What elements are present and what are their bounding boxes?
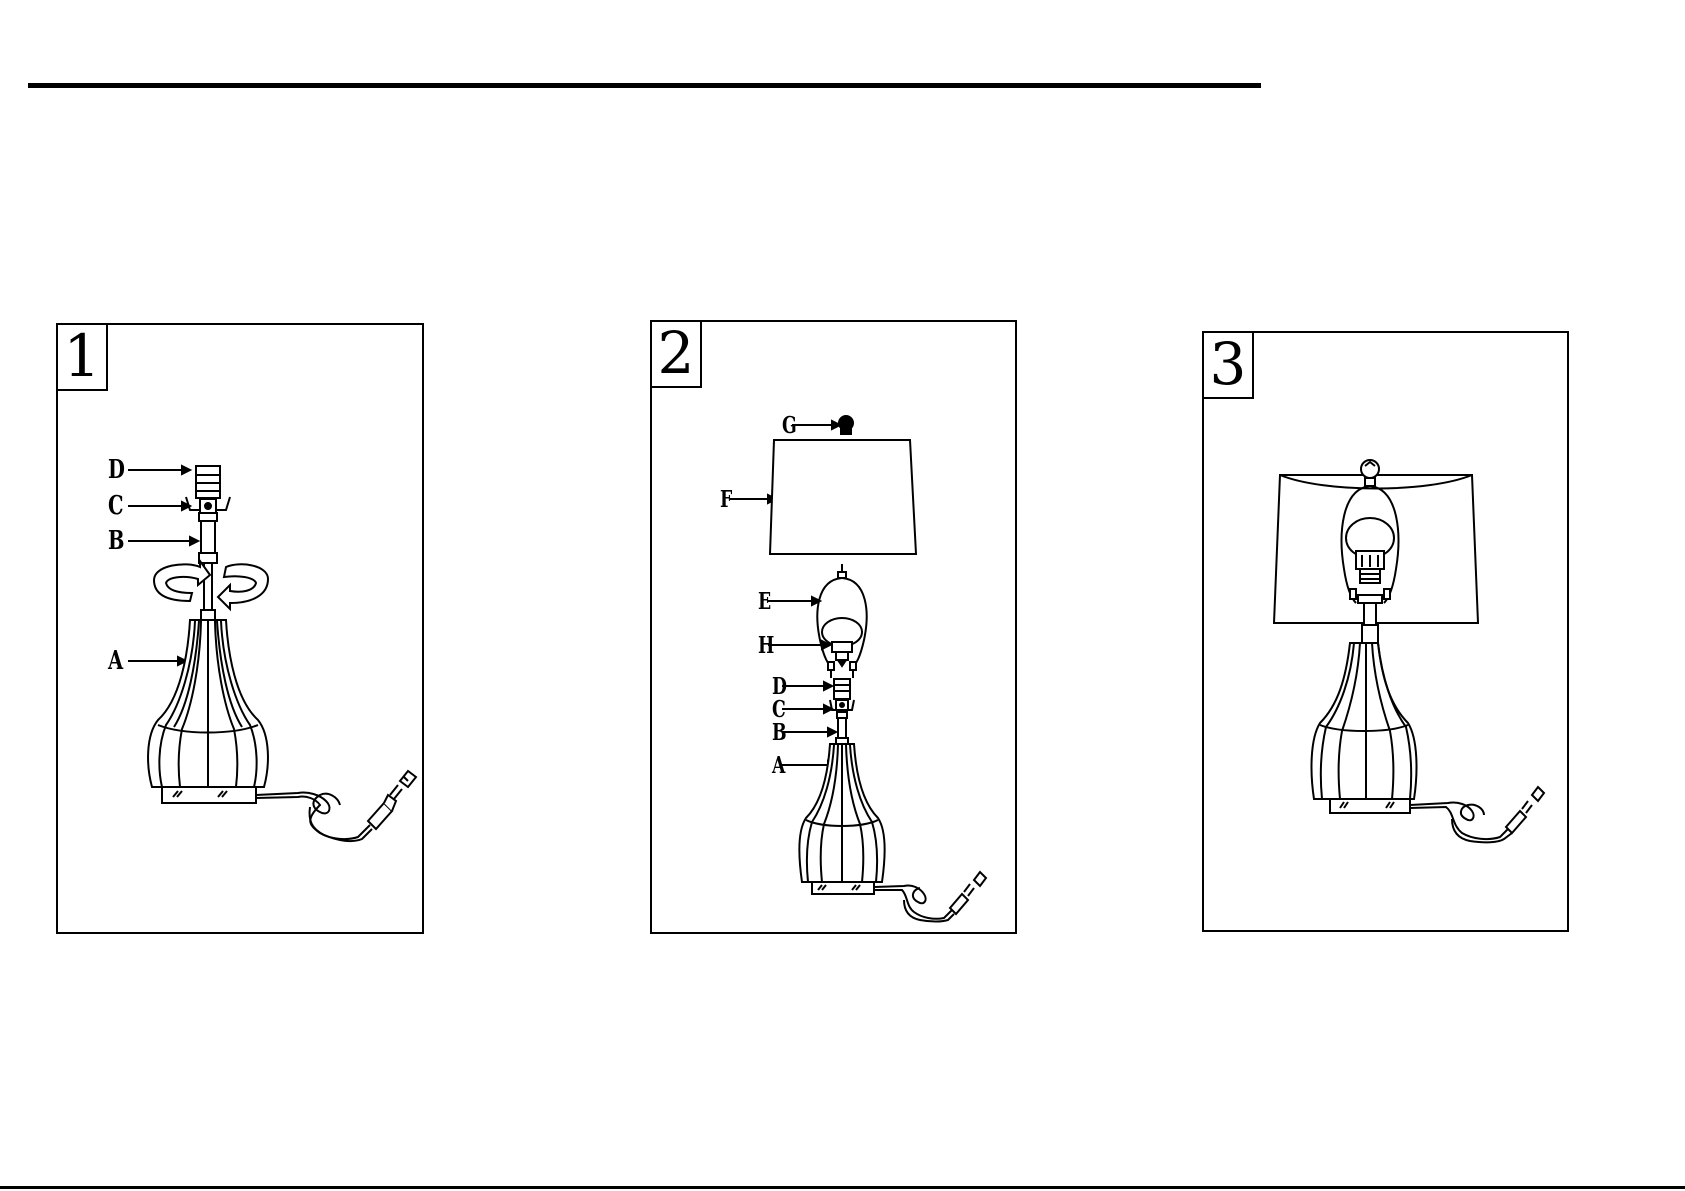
lamp-shade [770, 440, 916, 554]
label-g: G [782, 414, 797, 437]
label-a: A [108, 648, 123, 674]
step-3-diagram [1204, 333, 1571, 934]
harp-saddle-icon [830, 700, 854, 710]
step-1-diagram [58, 325, 426, 936]
label-d: D [772, 675, 787, 698]
label-f: F [720, 488, 732, 511]
label-e: E [758, 590, 771, 613]
finial-icon [839, 416, 853, 434]
lamp-base-plate [1330, 799, 1410, 813]
lamp-pipe [836, 712, 848, 744]
label-a: A [772, 754, 785, 777]
bottom-rule [0, 1186, 1685, 1189]
plug-icon [368, 771, 416, 829]
step-panel-2: 2 [650, 320, 1017, 934]
light-bulb-icon [822, 618, 862, 666]
step-panel-1: 1 [56, 323, 424, 934]
lamp-base-body [1312, 625, 1417, 799]
lamp-base-body [148, 610, 268, 787]
label-h: H [758, 634, 774, 657]
lamp-base-plate [162, 787, 256, 803]
plug-icon [950, 872, 986, 914]
label-c: C [772, 698, 786, 721]
label-b: B [772, 721, 787, 744]
socket-icon [834, 679, 850, 699]
socket-icon [196, 466, 220, 498]
label-b: B [108, 528, 124, 554]
power-cord [874, 885, 954, 921]
power-cord [256, 792, 372, 841]
top-rule [28, 83, 1261, 88]
label-c: C [108, 493, 124, 519]
plug-icon [1506, 787, 1544, 833]
power-cord [1410, 802, 1512, 842]
step-2-diagram [652, 322, 1019, 936]
harp-saddle-icon [186, 497, 230, 513]
label-d: D [108, 457, 125, 483]
step-panel-3: 3 [1202, 331, 1569, 932]
lamp-base-plate [812, 882, 874, 894]
